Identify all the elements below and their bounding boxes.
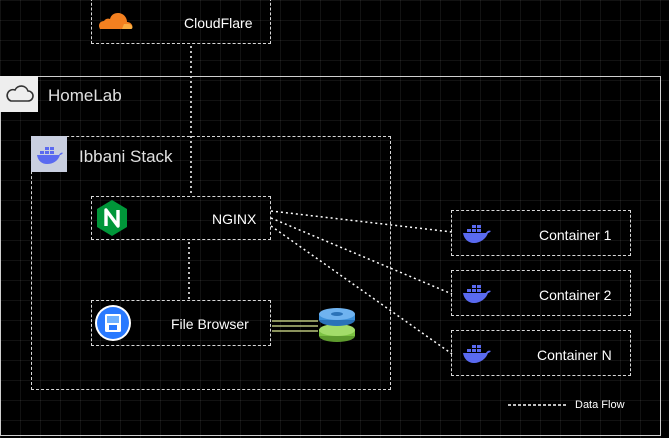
nginx-label: NGINX [212, 211, 257, 227]
cloudflare-icon [99, 13, 133, 29]
docker-icon [463, 345, 491, 363]
nginx-icon [97, 200, 127, 236]
cloud-icon [6, 85, 34, 102]
edge-nginx-container1 [270, 210, 453, 233]
node-file-browser[interactable] [91, 300, 271, 346]
file-browser-label: File Browser [171, 316, 249, 332]
container-n-label: Container N [537, 347, 612, 363]
legend-label: Data Flow [575, 399, 625, 411]
stack-icon-tile [31, 136, 67, 172]
node-container-2[interactable] [451, 270, 631, 316]
homelab-label: HomeLab [48, 86, 122, 105]
file-browser-icon [95, 305, 131, 341]
storage-disks-icon [319, 308, 355, 342]
homelab-icon-tile [0, 76, 38, 112]
stack-label: Ibbani Stack [79, 147, 173, 166]
group-ibbani-stack [31, 136, 391, 390]
edge-nginx-containern [270, 225, 453, 355]
container-1-label: Container 1 [539, 227, 612, 243]
docker-icon [463, 285, 491, 303]
docker-icon [37, 147, 63, 164]
node-cloudflare[interactable] [91, 0, 271, 44]
group-homelab [0, 76, 661, 436]
container-2-label: Container 2 [539, 287, 612, 303]
node-container-1[interactable] [451, 210, 631, 256]
docker-icon [463, 225, 491, 243]
node-container-n[interactable] [451, 330, 631, 376]
node-nginx[interactable] [91, 196, 271, 240]
cloudflare-label: CloudFlare [184, 15, 253, 31]
